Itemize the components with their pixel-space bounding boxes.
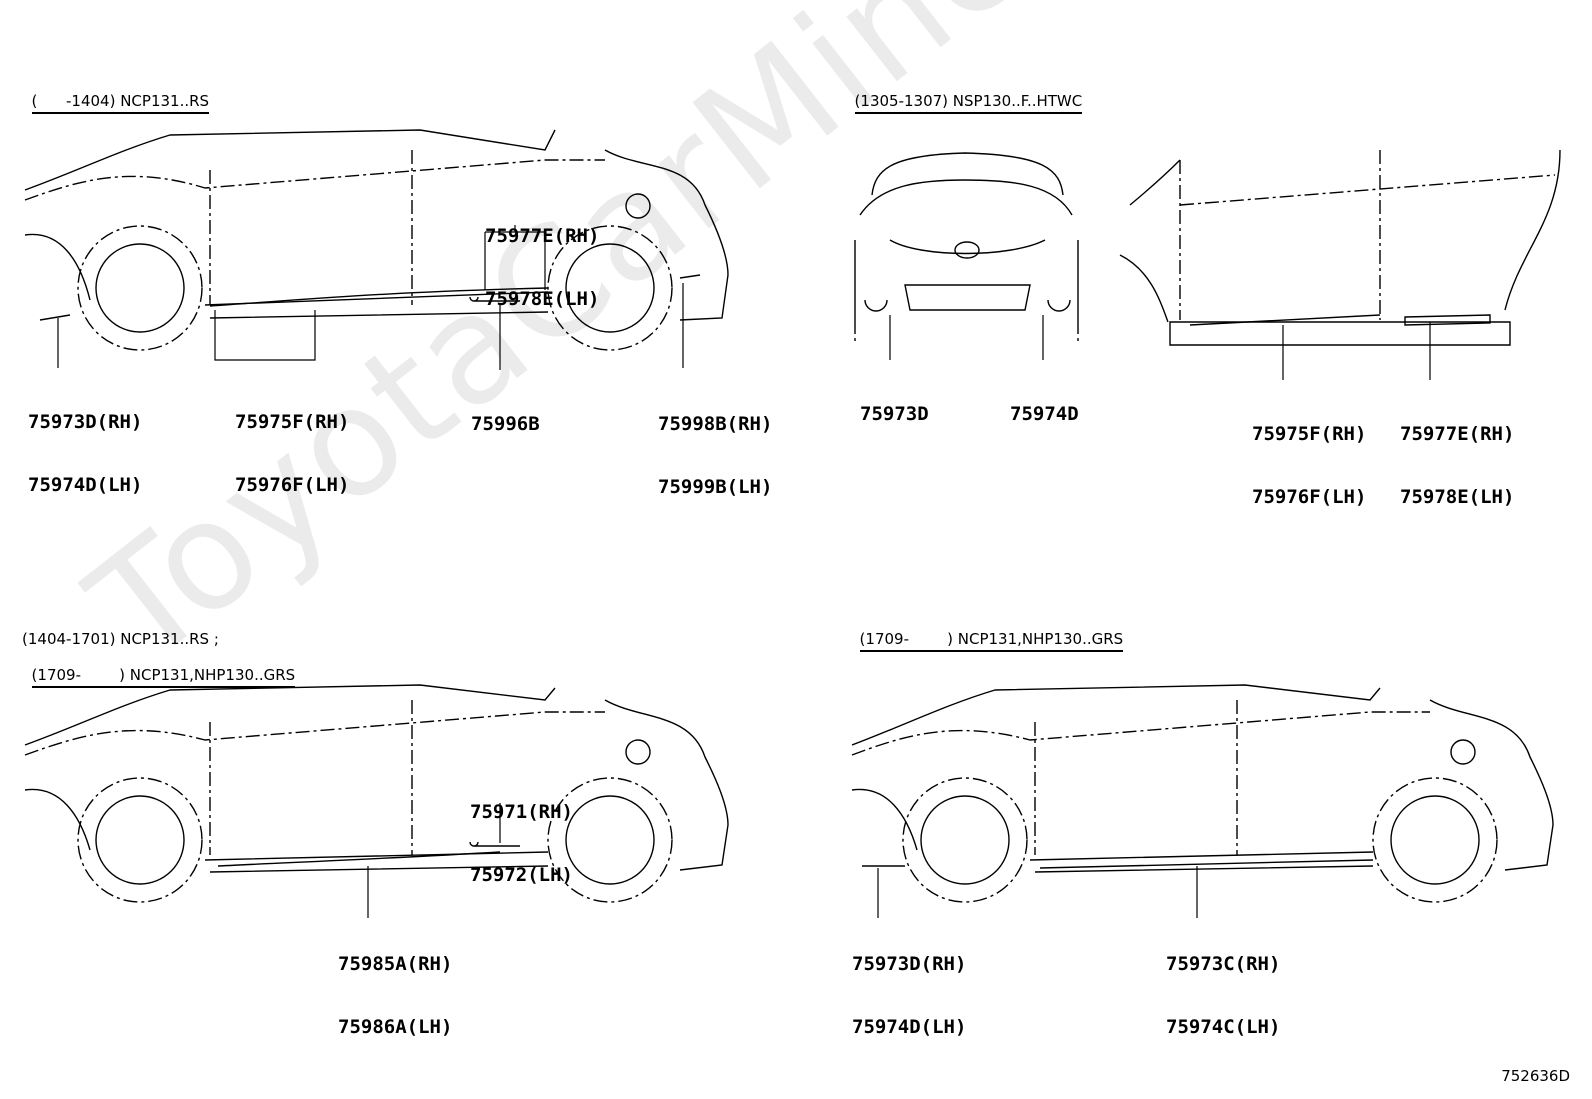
part-number: 75998B(RH) [658, 413, 773, 435]
header-bottom-right-line: (1709- ) NCP131,NHP130..GRS [859, 630, 1124, 652]
header-top-right-line: (1305-1307) NSP130..F..HTWC [854, 92, 1083, 114]
car-front-top-right [854, 152, 1079, 345]
car-side-bottom-left [24, 684, 729, 903]
callout-emblem-tl: 75996B [471, 372, 540, 456]
callout-checker-tr: 75977E(RH) 75978E(LH) [1400, 382, 1514, 529]
part-number: 75973D [860, 403, 929, 425]
header-top-left-line: ( -1404) NCP131..RS [31, 92, 210, 114]
part-number: 75973D(RH) [852, 953, 967, 975]
reference-number: 752636D [1501, 1067, 1570, 1085]
part-number: 75985A(RH) [338, 953, 453, 975]
part-number: 75976F(LH) [235, 474, 350, 496]
callout-rear-tl: 75998B(RH) 75999B(LH) [658, 372, 772, 519]
part-number: 75976F(LH) [1252, 486, 1367, 508]
callout-rocker-tr: 75975F(RH) 75976F(LH) [1252, 382, 1366, 529]
part-number: 75975F(RH) [1252, 423, 1367, 445]
part-number: 75986A(LH) [338, 1016, 453, 1038]
car-side-top-left [24, 129, 729, 351]
part-number: 75977E(RH) [485, 225, 600, 247]
callout-fender-tl: 75973D(RH) 75974D(LH) [28, 370, 142, 517]
part-number: 75974D [1010, 403, 1079, 425]
car-side-bottom-right [851, 684, 1554, 903]
header-bottom-left-line-1: (1404-1701) NCP131..RS ; [22, 630, 219, 648]
callout-front-l-tr: 75973D [860, 362, 929, 446]
header-bottom-right: (1709- ) NCP131,NHP130..GRS [850, 612, 1124, 652]
callout-door-tl: 75977E(RH) 75978E(LH) [485, 184, 599, 331]
callout-rocker-br: 75973C(RH) 75974C(LH) [1166, 912, 1280, 1059]
part-number: 75972(LH) [470, 864, 573, 886]
leaders-bottom-right [877, 866, 1198, 918]
header-bottom-left: (1404-1701) NCP131..RS ; (1709- ) NCP131… [22, 594, 296, 688]
part-number: 75973C(RH) [1166, 953, 1281, 975]
leaders-top-left [57, 225, 684, 370]
part-number: 75996B [471, 413, 540, 435]
part-number: 75974C(LH) [1166, 1016, 1281, 1038]
part-number: 75978E(LH) [485, 288, 600, 310]
part-number: 75975F(RH) [235, 411, 350, 433]
part-number: 75973D(RH) [28, 411, 143, 433]
callout-fender-br: 75973D(RH) 75974D(LH) [852, 912, 966, 1059]
callout-rocker-tl: 75975F(RH) 75976F(LH) [235, 370, 349, 517]
header-top-left: ( -1404) NCP131..RS [22, 74, 210, 114]
callout-emblem-bl: 75971(RH) 75972(LH) [470, 760, 573, 907]
part-number: 75974D(LH) [28, 474, 143, 496]
header-bottom-left-line-2: (1709- ) NCP131,NHP130..GRS [31, 666, 296, 688]
part-number: 75978E(LH) [1400, 486, 1515, 508]
part-number: 75974D(LH) [852, 1016, 967, 1038]
callout-front-r-tr: 75974D [1010, 362, 1079, 446]
car-side-top-right [1119, 149, 1561, 346]
callout-rocker-bl: 75985A(RH) 75986A(LH) [338, 912, 452, 1059]
part-number: 75971(RH) [470, 801, 573, 823]
leaders-bottom-left [367, 803, 501, 918]
part-number: 75977E(RH) [1400, 423, 1515, 445]
part-number: 75999B(LH) [658, 476, 773, 498]
header-top-right: (1305-1307) NSP130..F..HTWC [845, 74, 1083, 114]
leaders-top-right [889, 315, 1431, 380]
